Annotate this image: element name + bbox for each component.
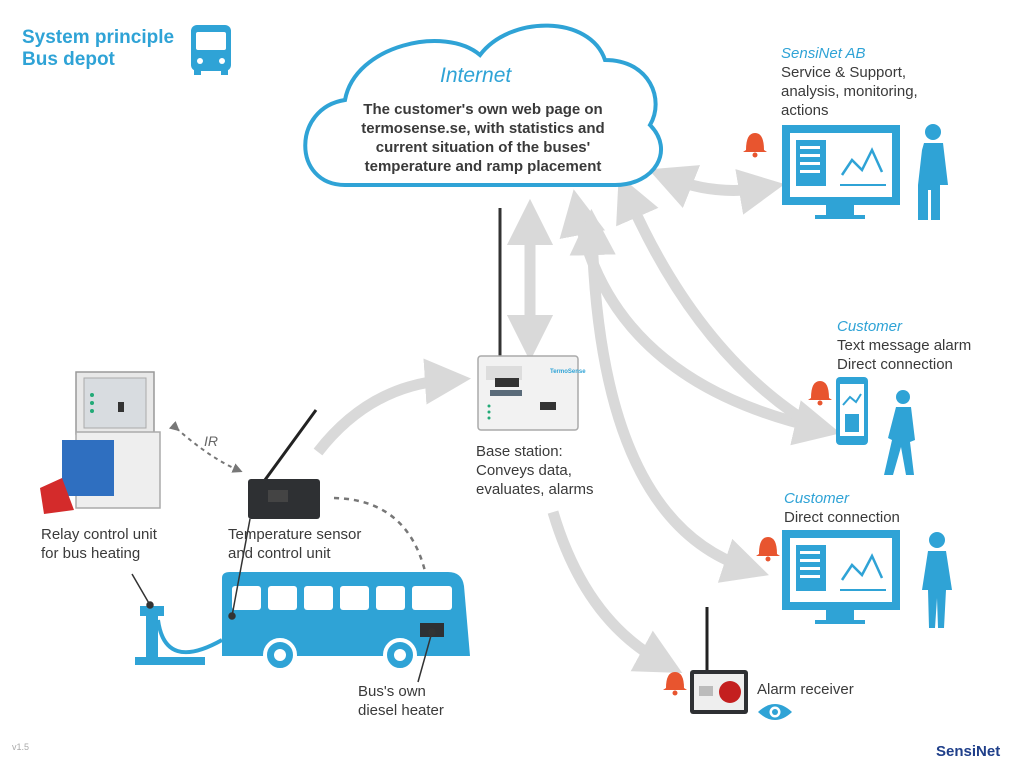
customer-sms-line: Direct connection — [837, 356, 953, 373]
temperature-sensor-unit — [248, 409, 320, 519]
data-flow-arrows — [313, 165, 841, 674]
internet-cloud — [303, 23, 663, 187]
diagram-title-line2: Bus depot — [22, 49, 115, 70]
relay-control-unit — [40, 371, 161, 514]
sensinet-line: actions — [781, 102, 829, 119]
arrow-cloud-customer-direct — [569, 208, 769, 583]
bell-icon — [743, 133, 767, 158]
sensinet-line: analysis, monitoring, — [781, 83, 918, 100]
sensor-line: Temperature sensor — [228, 526, 362, 543]
phone-icon — [836, 377, 868, 445]
arrow-sensor-basestation — [313, 358, 472, 456]
sensinet-logo: SensiNet — [936, 743, 1001, 760]
diagram-title-line1: System principle — [22, 27, 175, 48]
sensor-label: Temperature sensor and control unit — [228, 525, 361, 563]
cloud-description: The customer's own web page on termosens… — [332, 100, 634, 176]
antenna-icon — [260, 409, 318, 485]
person-icon — [922, 532, 952, 628]
cloud-line: current situation of the buses' — [375, 139, 591, 156]
person-icon — [918, 124, 948, 220]
eye-icon — [758, 704, 792, 720]
ir-label: IR — [204, 433, 218, 449]
customer-direct-label: Customer Direct connection — [784, 489, 900, 527]
heater-line: diesel heater — [358, 702, 444, 719]
heater-label: Bus's own diesel heater — [358, 682, 444, 720]
bell-icon — [808, 381, 832, 406]
arrow-cloud-customer-sms-2 — [616, 174, 823, 435]
bus-icon — [191, 25, 231, 75]
arrow-cloud-sensinet — [648, 165, 785, 215]
version-label: v1.5 — [12, 742, 30, 752]
bell-icon — [663, 672, 687, 696]
relay-line: Relay control unit — [41, 526, 157, 543]
relay-line: for bus heating — [41, 545, 141, 562]
cloud-line: temperature and ramp placement — [364, 158, 602, 175]
customer-direct-line: Direct connection — [784, 509, 900, 526]
base-station-device: TermoSense — [477, 208, 586, 431]
base-station-label: Base station: Conveys data, evaluates, a… — [476, 442, 594, 499]
relay-label: Relay control unit for bus heating — [41, 525, 157, 563]
cloud-line: termosense.se, with statistics and — [361, 120, 605, 137]
monitor-icon — [782, 125, 900, 219]
heater-line: Bus's own — [358, 683, 426, 700]
customer-sms-line: Text message alarm — [837, 337, 972, 354]
sensor-line: and control unit — [228, 545, 331, 562]
alarm-receiver-device — [690, 607, 748, 714]
customer-sms-title: Customer — [837, 318, 903, 335]
base-station-brand: TermoSense — [550, 369, 586, 375]
base-station-line: evaluates, alarms — [476, 481, 594, 498]
person-icon — [884, 390, 915, 475]
bus-illustration — [135, 572, 470, 672]
sensinet-company: SensiNet AB — [781, 45, 866, 62]
bell-icon — [756, 537, 780, 562]
leader-lines — [131, 518, 436, 683]
sensinet-label: SensiNet AB Service & Support, analysis,… — [781, 44, 918, 120]
alarm-receiver-label: Alarm receiver — [757, 681, 854, 698]
customer-sms-label: Customer Text message alarm Direct conne… — [837, 317, 971, 374]
arrow-basestation-alarm — [547, 510, 683, 674]
base-station-line: Conveys data, — [476, 462, 572, 479]
sensinet-line: Service & Support, — [781, 64, 907, 81]
customer-direct-title: Customer — [784, 490, 850, 507]
ir-link-arrow — [168, 420, 243, 473]
monitor-icon — [782, 530, 900, 624]
base-station-line: Base station: — [476, 443, 563, 460]
cloud-line: The customer's own web page on — [363, 101, 603, 118]
cloud-title: Internet — [440, 64, 512, 87]
